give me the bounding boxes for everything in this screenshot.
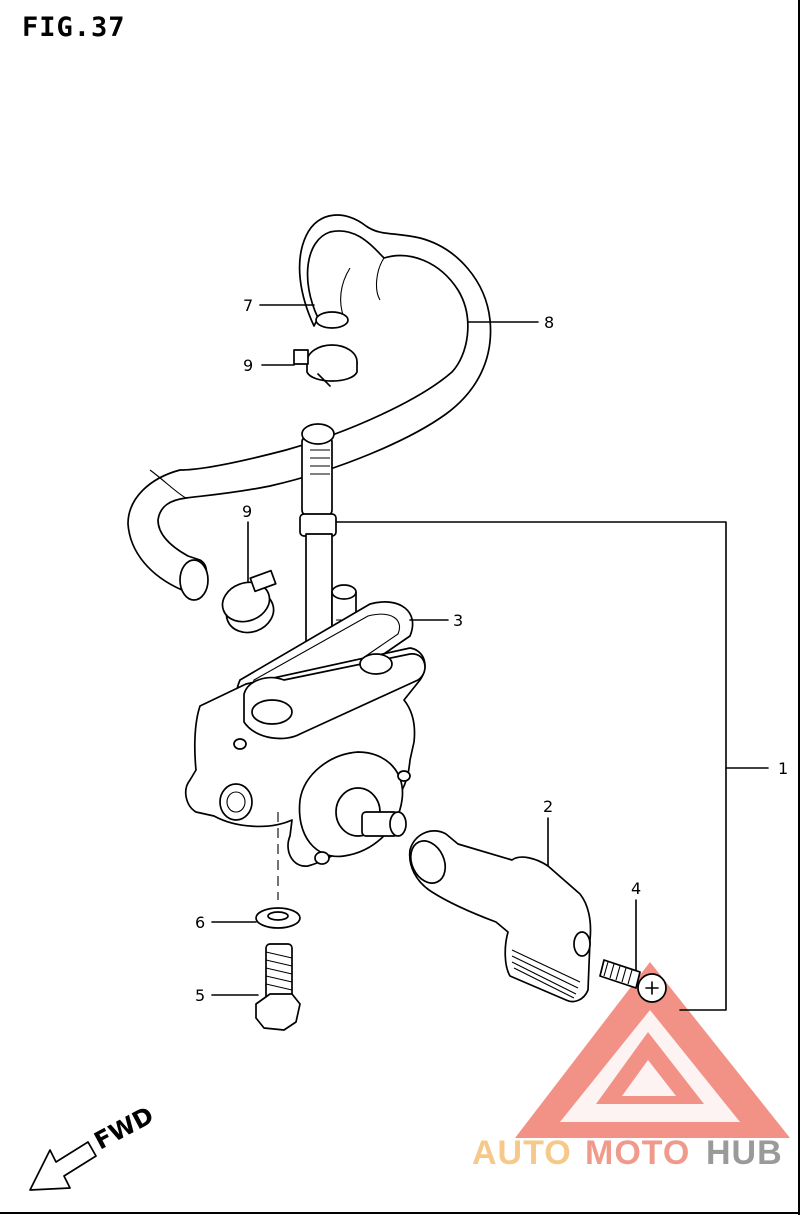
fwd-label: FWD <box>90 1101 159 1155</box>
watermark-word-moto: MOTO <box>585 1134 690 1172</box>
figure-title: FIG.37 <box>22 12 126 43</box>
sealing-washer <box>255 907 301 929</box>
callout-2: 2 <box>543 797 553 816</box>
callout-1: 1 <box>778 759 788 778</box>
fuel-hose <box>127 214 492 601</box>
hose-clamp-lower <box>221 569 277 634</box>
callout-5: 5 <box>195 986 205 1005</box>
watermark-text: AUTO MOTO HUB <box>472 1134 783 1172</box>
watermark-word-auto: AUTO <box>472 1134 572 1172</box>
callout-9-upper: 9 <box>243 356 253 375</box>
forward-direction-indicator: FWD <box>29 1101 159 1191</box>
callout-7: 7 <box>243 296 253 315</box>
callout-8: 8 <box>544 313 554 332</box>
callout-6: 6 <box>195 913 205 932</box>
assembly-bracket <box>335 521 727 1011</box>
callout-3: 3 <box>453 611 463 630</box>
callout-9-lower: 9 <box>242 502 252 521</box>
mounting-bolt <box>255 943 301 1031</box>
fuel-valve-lever <box>408 830 592 1003</box>
watermark-word-hub: HUB <box>706 1134 783 1172</box>
lever-screw <box>599 959 667 1003</box>
watermark-logo <box>515 962 790 1138</box>
callout-4: 4 <box>631 879 641 898</box>
fuel-valve-body <box>184 647 426 867</box>
hose-clamp-upper <box>293 344 358 387</box>
